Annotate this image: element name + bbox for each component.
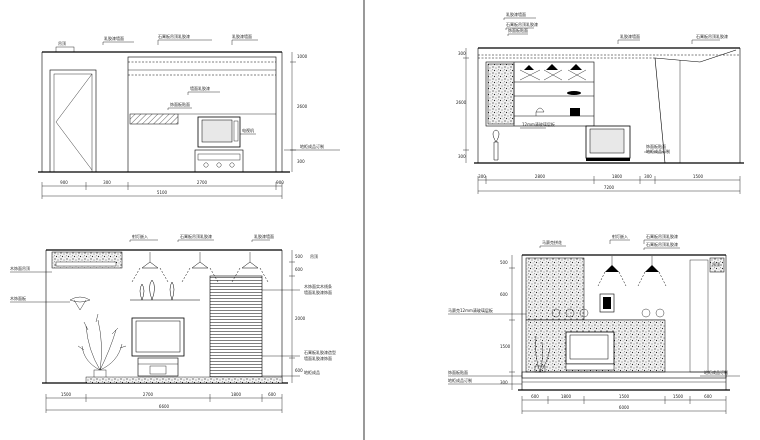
elevation-view-a: 乳胶漆墙面 石膏板吊顶乳胶漆 乳胶漆墙面 吊顶 墙面乳胶漆 饰面板贴面 电视机 … (38, 33, 340, 199)
svg-text:射灯嵌入: 射灯嵌入 (132, 233, 148, 239)
dim-a-r1: 2600 (297, 104, 308, 109)
svg-text:木饰面板: 木饰面板 (10, 295, 26, 301)
svg-text:饰面板贴面: 饰面板贴面 (646, 143, 666, 149)
potted-plant-c (77, 313, 127, 381)
svg-text:吊顶: 吊顶 (310, 254, 318, 259)
svg-text:饰面板贴面: 饰面板贴面 (448, 369, 468, 375)
svg-text:乳胶漆墙面: 乳胶漆墙面 (506, 11, 526, 17)
dim-d-r3: 300 (500, 380, 508, 385)
dim-b-2: 1800 (612, 174, 623, 179)
dim-d-2: 1500 (619, 394, 630, 399)
svg-text:石膏板乳胶漆造型: 石膏板乳胶漆造型 (304, 349, 336, 355)
svg-text:饰面板贴面: 饰面板贴面 (508, 27, 528, 33)
television-a (197, 116, 241, 148)
dim-b-3: 300 (644, 174, 652, 179)
svg-text:墙面乳胶漆饰面: 墙面乳胶漆饰面 (304, 289, 332, 295)
dim-c-0: 1500 (61, 392, 72, 397)
dim-d-r2: 1500 (500, 344, 511, 349)
svg-text:石膏板吊顶乳胶漆: 石膏板吊顶乳胶漆 (646, 233, 678, 239)
svg-text:乳胶漆墙面: 乳胶漆墙面 (232, 33, 252, 39)
pendant-lights-c (131, 252, 269, 283)
dim-d-4: 600 (704, 394, 712, 399)
dim-a-0: 900 (60, 180, 68, 185)
svg-text:地柜成品: 地柜成品 (304, 369, 320, 375)
svg-text:地柜成品订制: 地柜成品订制 (448, 377, 472, 383)
dim-c-total: 6600 (159, 404, 170, 409)
dim-b-1: 2800 (535, 174, 546, 179)
mosaic-panel-b (487, 63, 515, 125)
svg-text:吊顶: 吊顶 (712, 262, 720, 267)
dim-c-r3: 600 (295, 368, 303, 373)
dim-c-2: 1800 (231, 392, 242, 397)
svg-text:石膏板吊顶乳胶漆: 石膏板吊顶乳胶漆 (696, 33, 728, 39)
elevation-view-b: 乳胶漆墙面 石膏板吊顶乳胶漆 饰面板贴面 乳胶漆墙面 石膏板吊顶乳胶漆 12mm… (456, 11, 744, 194)
svg-text:饰面板贴面: 饰面板贴面 (170, 101, 190, 107)
svg-text:12mm清玻璃层板: 12mm清玻璃层板 (522, 121, 555, 127)
svg-text:石膏板吊顶乳胶漆: 石膏板吊顶乳胶漆 (180, 233, 212, 239)
dim-a-r2: 300 (297, 159, 305, 164)
dim-c-r0: 500 (295, 254, 303, 259)
svg-text:石膏板吊顶乳胶漆: 石膏板吊顶乳胶漆 (506, 21, 538, 27)
dim-d-r0: 500 (500, 260, 508, 265)
dim-b-r1: 2600 (456, 100, 467, 105)
dim-d-0: 600 (531, 394, 539, 399)
svg-text:木饰面实木线条: 木饰面实木线条 (304, 283, 332, 289)
elevation-view-d: 马赛克拼花 射灯嵌入 石膏板吊顶乳胶漆 石膏板吊顶乳胶漆 马赛克12mm清玻璃层… (448, 233, 740, 414)
television-b (585, 125, 631, 161)
dim-a-r0: 1000 (297, 54, 308, 59)
svg-text:地柜成品订制: 地柜成品订制 (646, 148, 670, 154)
dim-c-r1: 600 (295, 267, 303, 272)
wall-shelf (129, 113, 179, 125)
svg-text:石膏板吊顶乳胶漆: 石膏板吊顶乳胶漆 (158, 33, 190, 39)
dim-c-1: 2700 (143, 392, 154, 397)
dim-b-0: 300 (478, 174, 486, 179)
svg-text:地柜成品订制: 地柜成品订制 (300, 143, 324, 149)
svg-text:乳胶漆墙面: 乳胶漆墙面 (620, 33, 640, 39)
dim-c-3: 600 (268, 392, 276, 397)
elevation-view-c: 射灯嵌入 石膏板吊顶乳胶漆 乳胶漆墙面 木饰面吊顶 木饰面板 木饰面实木线条 墙… (10, 233, 336, 413)
tv-cabinet-a (194, 149, 244, 173)
door (49, 69, 97, 173)
svg-text:墙面乳胶漆饰面: 墙面乳胶漆饰面 (304, 355, 332, 361)
slatted-wall-panel (209, 275, 263, 384)
dim-a-3: 900 (276, 180, 284, 185)
svg-text:石膏板吊顶乳胶漆: 石膏板吊顶乳胶漆 (646, 241, 678, 247)
svg-text:电视机: 电视机 (242, 127, 254, 133)
dim-a-1: 300 (103, 180, 111, 185)
dim-d-total: 6000 (619, 405, 630, 410)
mosaic-panel-d-left (525, 257, 585, 321)
dim-d-3: 1500 (673, 394, 684, 399)
dim-b-r0: 300 (458, 51, 466, 56)
dim-a-total: 5100 (157, 190, 168, 195)
svg-text:地柜成品订制: 地柜成品订制 (704, 369, 728, 375)
vase-b (492, 129, 500, 161)
television-c (131, 317, 185, 377)
svg-text:乳胶漆墙面: 乳胶漆墙面 (254, 233, 274, 239)
svg-text:墙面乳胶漆: 墙面乳胶漆 (190, 85, 210, 91)
dim-a-2: 2700 (197, 180, 208, 185)
dim-b-4: 1500 (693, 174, 704, 179)
dim-d-1: 1800 (561, 394, 572, 399)
svg-text:吊顶: 吊顶 (58, 41, 66, 46)
svg-text:乳胶漆墙面: 乳胶漆墙面 (104, 35, 124, 41)
dim-b-r2: 300 (458, 154, 466, 159)
dim-c-r2: 2000 (295, 316, 306, 321)
pendant-lights-d (597, 256, 667, 287)
svg-text:马赛克12mm清玻璃层板: 马赛克12mm清玻璃层板 (448, 307, 493, 313)
svg-text:马赛克拼花: 马赛克拼花 (542, 239, 562, 245)
dim-b-total: 7200 (604, 185, 615, 190)
svg-text:木饰面吊顶: 木饰面吊顶 (10, 265, 30, 271)
svg-text:射灯嵌入: 射灯嵌入 (612, 233, 628, 239)
dim-d-r1: 600 (500, 292, 508, 297)
display-cabinet (485, 61, 595, 127)
